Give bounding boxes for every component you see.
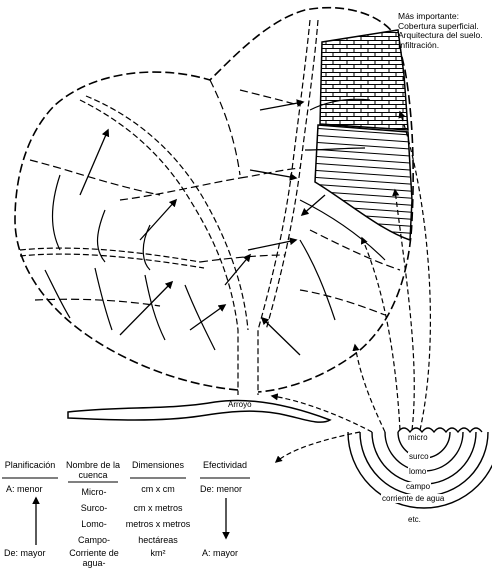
header-nombre: Nombre de la cuenca: [65, 460, 121, 480]
flow-lines: [44, 98, 386, 351]
header-planificacion: Planificación: [4, 460, 56, 470]
scale-label-etc: etc.: [407, 515, 422, 524]
name-cell: Surco-: [80, 503, 108, 513]
scale-label-micro: micro: [407, 433, 429, 442]
stream-label: Arroyo: [228, 400, 252, 409]
channel-network: [19, 19, 319, 395]
flow-arrows: [79, 99, 326, 356]
effect-top: De: menor: [200, 484, 243, 494]
scale-arrows: [270, 110, 431, 463]
dimension-cell: cm x metros: [133, 503, 183, 513]
watershed-boundary: [14, 6, 414, 393]
note-title: Más importante:: [398, 11, 459, 21]
scale-label-lomo: lomo: [408, 467, 428, 476]
header-efectividad: Efectividad: [202, 460, 248, 470]
brick-soil-block: [319, 29, 409, 131]
planning-bottom: De: mayor: [4, 548, 46, 558]
dimension-cell: km²: [150, 548, 166, 558]
dimension-cell: metros x metros: [125, 519, 191, 529]
name-cell: Campo-: [77, 535, 111, 545]
layered-soil-block: [314, 124, 413, 242]
note-line: Arquitectura del suelo.: [398, 30, 483, 40]
note-line: Infiltración.: [398, 39, 440, 50]
sub-divides: [29, 79, 401, 316]
name-cell: Lomo-: [81, 519, 107, 529]
dimension-cell: hectáreas: [138, 535, 178, 545]
planning-top: A: menor: [6, 484, 43, 494]
importance-note: Más importante: Cobertura superficial. A…: [398, 11, 483, 50]
scale-label-surco: surco: [408, 452, 430, 461]
scale-label-corriente: corriente de agua: [381, 494, 446, 503]
effect-bottom: A: mayor: [202, 548, 239, 558]
name-cell: Micro-: [81, 487, 107, 497]
header-dimensiones: Dimensiones: [131, 460, 185, 470]
stream-arroyo: [67, 399, 332, 423]
scale-label-campo: campo: [405, 482, 432, 491]
name-cell: Corriente de agua-: [69, 548, 119, 568]
dimension-cell: cm x cm: [141, 484, 175, 494]
note-line: Cobertura superficial.: [398, 20, 479, 31]
